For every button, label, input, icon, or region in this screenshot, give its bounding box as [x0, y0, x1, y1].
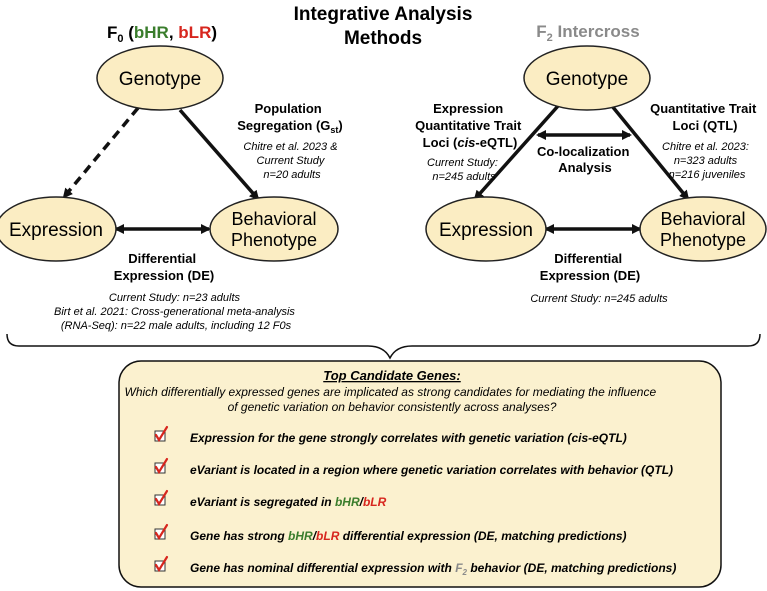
right-eqtl-label: Expression Quantitative Trait Loci (cis-… — [415, 101, 525, 150]
left-behavior-node — [209, 196, 339, 262]
right-header: F2 Intercross — [536, 22, 639, 44]
checkbox-icon — [154, 523, 169, 541]
left-de-label: Differential Expression (DE) — [114, 251, 214, 283]
checkbox-icon — [154, 457, 169, 475]
criterion-qtl: eVariant is located in a region where ge… — [190, 463, 673, 477]
criterion-f2-de: Gene has nominal differential expression… — [190, 561, 676, 577]
right-de-citation: Current Study: n=245 adults — [530, 293, 668, 305]
left-dashed-arrow — [62, 106, 140, 199]
left-segregation-citation: Chitre et al. 2023 & Current Study n=20 … — [243, 141, 340, 181]
right-colocalization-label: Co-localization Analysis — [537, 144, 633, 175]
left-genotype-label: Genotype — [119, 69, 201, 90]
right-eqtl-citation: Current Study: n=245 adults — [427, 157, 501, 183]
criterion-cis-eqtl: Expression for the gene strongly correla… — [190, 431, 627, 445]
right-expression-node — [425, 196, 547, 262]
right-genotype-label: Genotype — [546, 69, 628, 90]
bottom-curly-brace — [6, 333, 761, 360]
right-behavior-node — [639, 196, 767, 262]
criterion-f0-de: Gene has strong bHR/bLR differential exp… — [190, 529, 627, 543]
candidates-question: Which differentially expressed genes are… — [125, 385, 660, 414]
right-genotype-node — [523, 45, 651, 111]
left-expression-label: Expression — [9, 220, 103, 241]
left-header: F0 (bHR, bLR) — [107, 23, 217, 45]
checkbox-icon — [154, 555, 169, 573]
left-segregation-label: Population Segregation (Gst) — [237, 101, 343, 135]
title-line1: Integrative Analysis — [294, 4, 473, 25]
left-expression-node — [0, 196, 117, 262]
right-qtl-citation: Chitre et al. 2023: n=323 adults n=216 j… — [662, 141, 752, 181]
left-segregation-arrow — [178, 108, 260, 201]
right-de-label: Differential Expression (DE) — [540, 251, 640, 283]
criterion-segregation: eVariant is segregated in bHR/bLR — [190, 495, 387, 509]
left-de-citation: Current Study: n=23 adults Birt et al. 2… — [54, 292, 298, 332]
left-genotype-node — [96, 45, 224, 111]
checkbox-icon — [154, 425, 169, 443]
candidates-title: Top Candidate Genes: — [323, 368, 460, 383]
checkbox-icon — [154, 489, 169, 507]
right-qtl-label: Quantitative Trait Loci (QTL) — [650, 101, 760, 133]
right-expression-label: Expression — [439, 220, 533, 241]
candidate-genes-box — [118, 360, 722, 588]
right-eqtl-arrow — [473, 104, 560, 201]
title-line2: Methods — [344, 28, 422, 49]
right-qtl-arrow — [610, 104, 690, 201]
